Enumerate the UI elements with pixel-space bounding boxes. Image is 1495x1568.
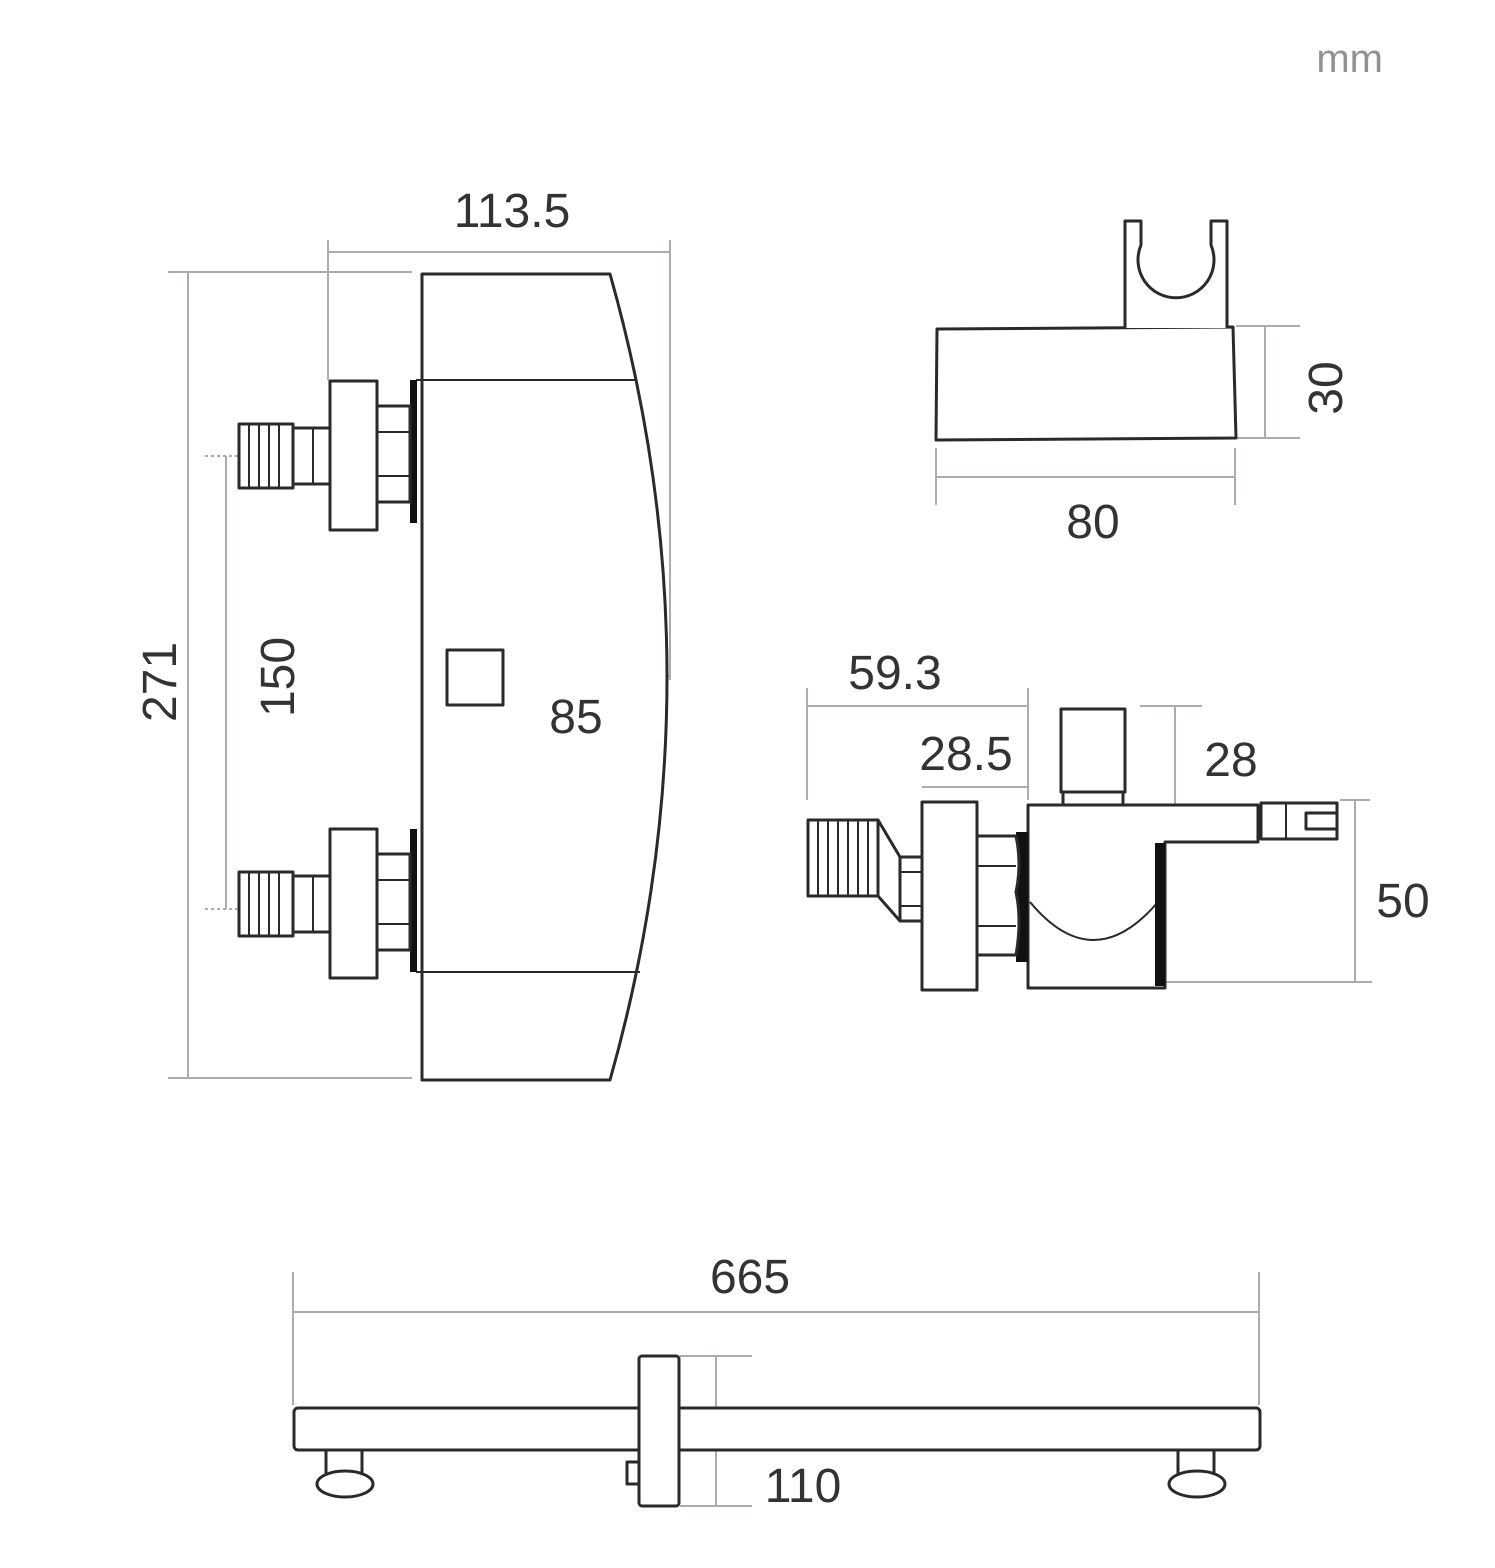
holder-base <box>934 325 1238 442</box>
front-view: 113.5 271 150 85 <box>134 185 671 1082</box>
holder-view: 30 80 <box>934 219 1353 549</box>
holder-clip <box>1123 219 1229 328</box>
dim-rail-length: 665 <box>710 1251 790 1304</box>
dim-main-depth: 85 <box>549 691 602 744</box>
valve-body <box>420 272 669 1082</box>
lower-inlet <box>237 827 417 980</box>
rail-slider <box>637 1354 681 1508</box>
display-square <box>445 648 505 707</box>
dim-main-height: 271 <box>134 642 187 722</box>
dim-side-knob: 28 <box>1204 734 1257 787</box>
dim-holder-height: 30 <box>1300 361 1353 414</box>
side-thread <box>806 818 880 898</box>
dim-side-height: 50 <box>1376 875 1429 928</box>
side-view: 59.3 28.5 28 50 <box>806 647 1430 992</box>
upper-inlet <box>237 379 417 532</box>
rail-foot-right <box>1167 1469 1227 1499</box>
dim-side-total: 59.3 <box>848 647 941 700</box>
dim-side-inlet: 28.5 <box>919 728 1012 781</box>
side-body <box>1026 803 1260 990</box>
side-hex-nut <box>975 834 1021 957</box>
side-flange <box>920 800 979 992</box>
rail-view: 665 110 <box>292 1251 1262 1513</box>
dim-main-width: 113.5 <box>454 185 571 238</box>
dim-inlet-spacing: 150 <box>252 637 305 717</box>
dim-holder-width: 80 <box>1066 496 1119 549</box>
rail-foot-left <box>315 1469 375 1499</box>
dim-slider-height: 110 <box>765 1460 842 1513</box>
rail-bar <box>292 1406 1262 1452</box>
side-knob <box>1059 707 1127 794</box>
unit-label: mm <box>1316 37 1383 81</box>
